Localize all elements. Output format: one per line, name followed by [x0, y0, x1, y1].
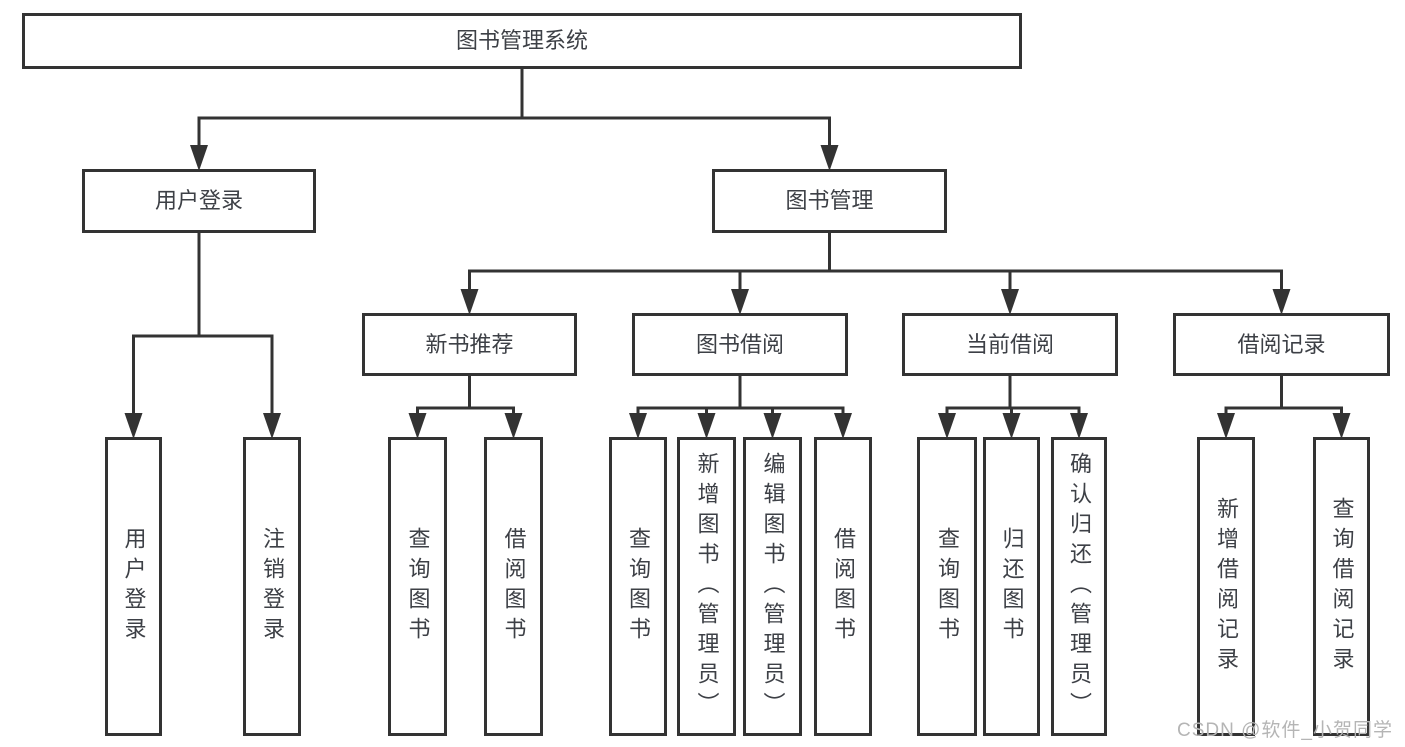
node-edit-books: 编辑图书（管理员） [743, 437, 802, 736]
node-label-user-login: 用户登录 [154, 188, 243, 213]
node-label-query-borrow-record: 查询借阅记录 [1329, 496, 1355, 677]
node-borrow-records: 借阅记录 [1173, 313, 1390, 376]
node-user-login: 用户登录 [82, 169, 316, 233]
node-user-login-item: 用户登录 [105, 437, 162, 736]
node-label-query-books-borrow: 查询图书 [626, 526, 651, 647]
arrowhead-icon [834, 413, 852, 439]
arrowhead-icon [504, 413, 523, 439]
node-label-add-borrow-record: 新增借阅记录 [1214, 496, 1239, 677]
arrowhead-icon [938, 413, 956, 439]
node-confirm-return: 确认归还（管理员） [1051, 437, 1107, 736]
node-borrow-books-new: 借阅图书 [484, 437, 543, 736]
arrowhead-icon [763, 413, 782, 439]
arrowhead-icon [460, 289, 479, 315]
arrowhead-icon [1332, 413, 1351, 439]
arrowhead-icon [820, 145, 839, 171]
arrowhead-icon [697, 413, 716, 439]
arrowhead-icon [263, 413, 281, 439]
arrowhead-icon [1070, 413, 1088, 439]
node-borrow-books: 借阅图书 [814, 437, 872, 736]
node-label-confirm-return: 确认归还（管理员） [1067, 451, 1092, 722]
arrowhead-icon [629, 413, 647, 439]
node-book-borrow: 图书借阅 [632, 313, 848, 376]
node-add-borrow-record: 新增借阅记录 [1197, 437, 1255, 736]
arrowhead-icon [408, 413, 427, 439]
node-label-root: 图书管理系统 [455, 28, 588, 53]
node-label-return-books: 归还图书 [999, 526, 1025, 647]
node-return-books: 归还图书 [983, 437, 1040, 736]
node-logout-item: 注销登录 [243, 437, 301, 736]
node-root: 图书管理系统 [22, 13, 1022, 69]
arrowhead-icon [731, 289, 749, 315]
node-label-book-mgmt: 图书管理 [785, 188, 874, 213]
node-add-books: 新增图书（管理员） [677, 437, 736, 736]
node-label-add-books: 新增图书（管理员） [694, 451, 720, 722]
arrowhead-icon [1272, 289, 1291, 315]
arrowhead-icon [190, 145, 208, 171]
node-query-books-borrow: 查询图书 [609, 437, 667, 736]
node-query-borrow-record: 查询借阅记录 [1313, 437, 1370, 736]
watermark: CSDN @软件_小贺同学 [1177, 720, 1393, 741]
arrowhead-icon [124, 413, 143, 439]
node-label-edit-books: 编辑图书（管理员） [760, 451, 786, 722]
node-current-borrow: 当前借阅 [902, 313, 1118, 376]
node-label-user-login-item: 用户登录 [121, 526, 147, 647]
node-label-query-books-current: 查询图书 [935, 526, 960, 647]
node-query-books-new: 查询图书 [388, 437, 447, 736]
arrowhead-icon [1001, 289, 1019, 315]
node-label-logout-item: 注销登录 [260, 526, 285, 647]
node-label-borrow-records: 借阅记录 [1237, 331, 1326, 357]
node-label-borrow-books-new: 借阅图书 [501, 526, 527, 647]
node-new-book-rec: 新书推荐 [362, 313, 577, 376]
node-book-mgmt: 图书管理 [712, 169, 947, 233]
arrowhead-icon [1002, 413, 1021, 439]
arrowhead-icon [1217, 413, 1235, 439]
node-label-borrow-books: 借阅图书 [831, 526, 856, 647]
node-label-book-borrow: 图书借阅 [695, 331, 784, 357]
node-query-books-current: 查询图书 [917, 437, 977, 736]
node-label-new-book-rec: 新书推荐 [425, 331, 514, 357]
node-label-current-borrow: 当前借阅 [965, 331, 1054, 357]
node-label-query-books-new: 查询图书 [405, 526, 431, 647]
